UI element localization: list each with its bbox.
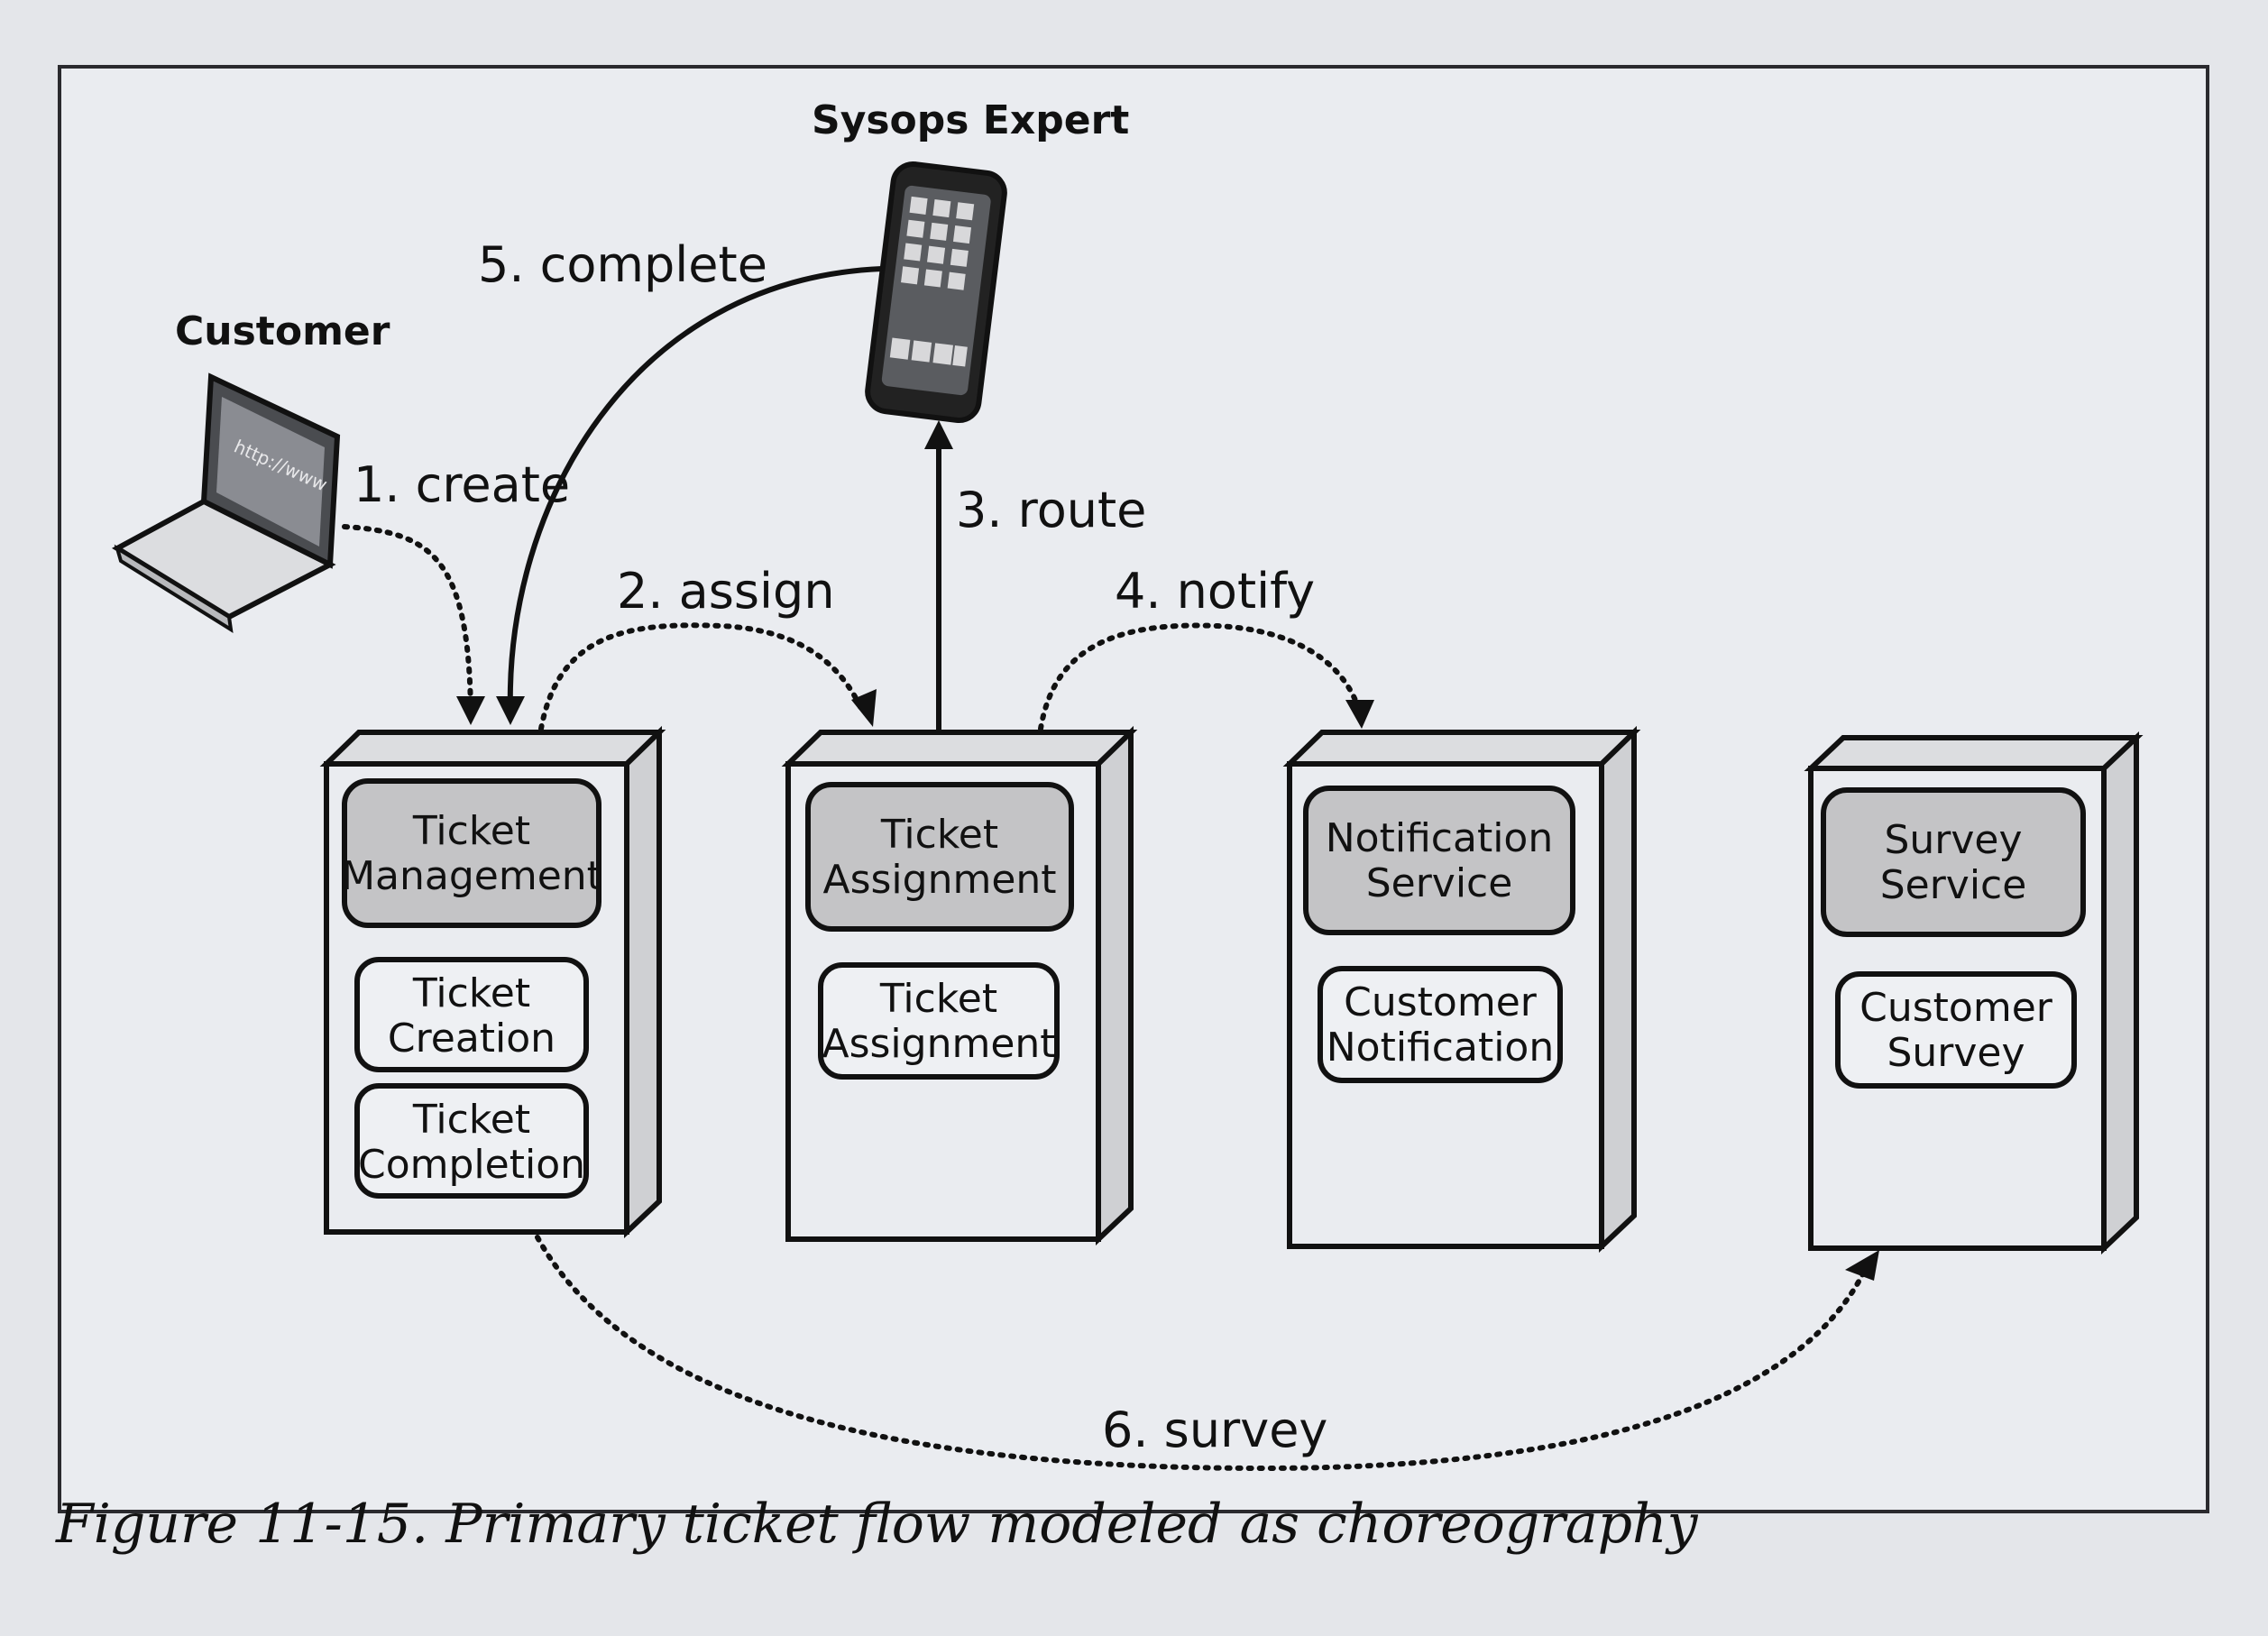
complete-flow-arrow <box>507 266 883 713</box>
sysops-expert-label: Sysops Expert <box>812 97 1129 143</box>
customer-survey-name-1: Customer <box>1859 985 2053 1031</box>
customer-notification-name-1: Customer <box>1344 979 1538 1025</box>
survey-arrowhead <box>1845 1250 1879 1281</box>
ticket-creation-name-1: Ticket <box>412 970 530 1016</box>
create-flow-arrow <box>342 524 473 715</box>
laptop-icon: http://www <box>111 372 341 633</box>
customer-label: Customer <box>175 308 390 354</box>
ticket-assignment-comp-1: Ticket <box>879 976 997 1022</box>
ticket-creation-component <box>354 957 589 1072</box>
ticket-assignment-component <box>818 962 1060 1080</box>
ticket-completion-name-2: Completion <box>358 1142 585 1188</box>
survey-service-name-2: Service <box>1880 862 2027 908</box>
ticket-management-header <box>342 778 601 928</box>
step-notify-label: 4. notify <box>1115 563 1315 620</box>
create-arrowhead <box>456 696 485 725</box>
notify-flow-arrow <box>1038 622 1363 731</box>
step-route-label: 3. route <box>956 482 1146 538</box>
step-assign-label: 2. assign <box>617 563 835 620</box>
customer-notification-component <box>1318 966 1563 1083</box>
ticket-assignment-name-2: Assignment <box>822 857 1056 903</box>
survey-service-header <box>1821 787 2086 937</box>
ticket-creation-name-2: Creation <box>388 1016 556 1062</box>
notification-service-name-1: Notification <box>1326 815 1553 861</box>
notify-arrowhead <box>1345 700 1374 729</box>
ticket-completion-name-1: Ticket <box>412 1097 530 1143</box>
customer-survey-name-2: Survey <box>1887 1030 2025 1076</box>
assign-arrowhead <box>851 689 877 727</box>
step-survey-label: 6. survey <box>1102 1402 1327 1458</box>
ticket-management-name-1: Ticket <box>412 808 530 854</box>
route-arrowhead <box>924 420 953 449</box>
ticket-assignment-name-1: Ticket <box>880 812 998 858</box>
notification-service-header <box>1303 786 1575 935</box>
figure-caption: Figure 11-15. Primary ticket flow modele… <box>56 1493 1698 1556</box>
survey-flow-arrow <box>535 1235 1866 1472</box>
customer-survey-component <box>1835 971 2077 1089</box>
ticket-completion-component <box>354 1083 589 1199</box>
ticket-assignment-comp-2: Assignment <box>822 1021 1055 1067</box>
notification-service-name-2: Service <box>1366 860 1513 906</box>
survey-service-name-1: Survey <box>1884 817 2022 863</box>
ticket-assignment-header <box>805 782 1074 932</box>
customer-notification-name-2: Notification <box>1327 1025 1554 1071</box>
step-complete-label: 5. complete <box>478 236 767 293</box>
phone-icon <box>865 161 1007 424</box>
step-create-label: 1. create <box>354 456 570 513</box>
assign-flow-arrow <box>538 622 865 731</box>
complete-arrowhead <box>496 696 525 725</box>
ticket-management-name-2: Management <box>341 853 602 899</box>
